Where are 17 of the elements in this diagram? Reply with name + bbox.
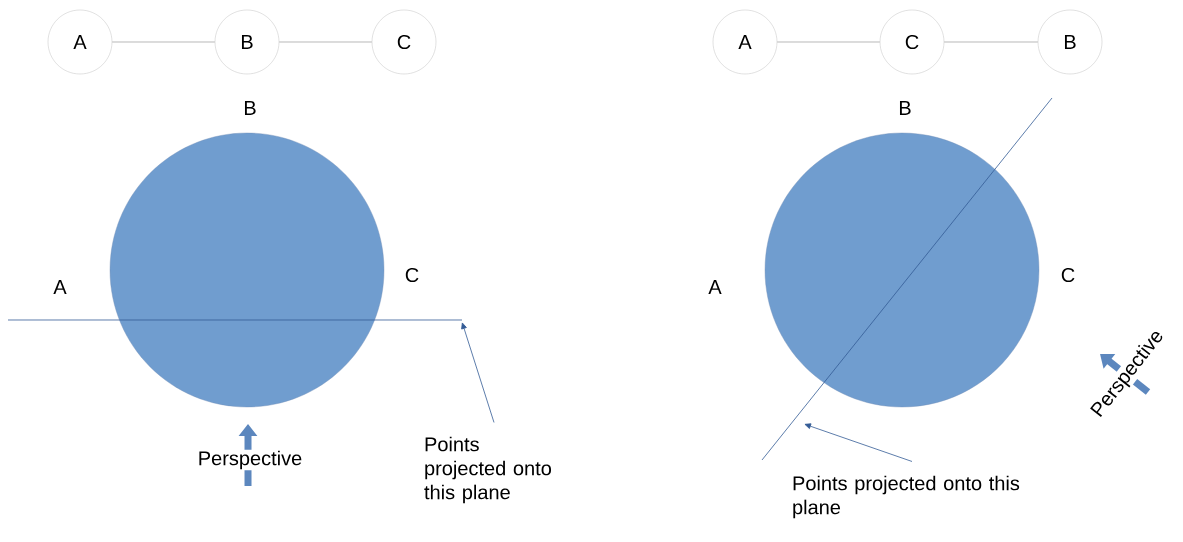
text-label: Perspective: [196, 449, 304, 471]
annotation-text: Points projected onto this plane: [793, 475, 1020, 519]
text-label: C: [403, 266, 421, 284]
text-label: B: [242, 100, 258, 116]
connector-line: [776, 41, 881, 43]
sphere: [109, 132, 385, 408]
text-label: B: [897, 100, 913, 116]
annotation-text: Points projected onto this plane: [424, 436, 551, 504]
leader-line: [804, 423, 913, 462]
connector-line: [111, 41, 216, 43]
sphere: [764, 132, 1040, 408]
connector-line: [943, 41, 1039, 43]
connector-line: [278, 41, 373, 43]
leader-line: [461, 322, 495, 423]
text-label: C: [1059, 266, 1077, 284]
text-label: A: [52, 279, 68, 295]
text-label: A: [707, 279, 723, 295]
